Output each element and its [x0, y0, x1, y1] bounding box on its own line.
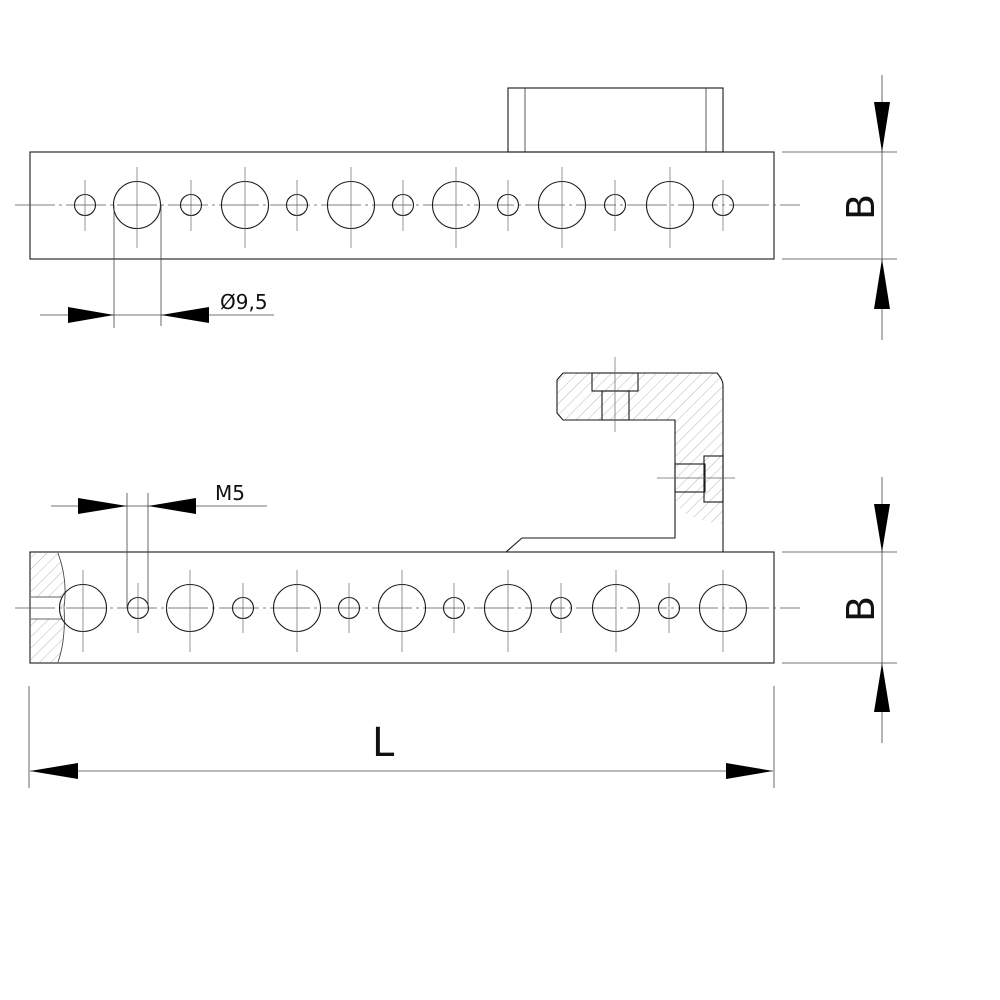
hole-diameter-label: Ø9,5 — [220, 290, 268, 314]
clamp-bracket-section — [505, 357, 735, 553]
dimension-thread: M5 — [51, 481, 267, 608]
arrow-down-icon — [874, 102, 890, 152]
dimension-hole-diameter: Ø9,5 — [40, 205, 274, 328]
width-label-bottom: B — [839, 596, 883, 622]
arrow-left-icon — [30, 763, 78, 779]
width-label-top: B — [839, 194, 883, 220]
arrow-left-icon — [148, 498, 196, 514]
arrow-left-icon — [161, 307, 209, 323]
clamp-block — [507, 87, 724, 153]
arrow-up-icon — [874, 259, 890, 309]
dimension-length: L — [28, 686, 775, 788]
holes-front — [58, 570, 748, 652]
holes-top — [73, 167, 735, 248]
arrow-right-icon — [68, 307, 114, 323]
arrow-right-icon — [726, 763, 773, 779]
length-label: L — [372, 720, 395, 766]
arrow-up-icon — [874, 663, 890, 712]
rail-front — [29, 551, 775, 664]
rail-top — [29, 151, 775, 260]
dimension-width-top: B — [782, 75, 897, 340]
thread-label: M5 — [215, 481, 245, 505]
dimension-width-bottom: B — [782, 477, 897, 743]
arrow-right-icon — [78, 498, 127, 514]
front-section-view: M5 B L — [15, 357, 897, 788]
arrow-down-icon — [874, 504, 890, 552]
top-view: Ø9,5 B — [15, 75, 897, 340]
